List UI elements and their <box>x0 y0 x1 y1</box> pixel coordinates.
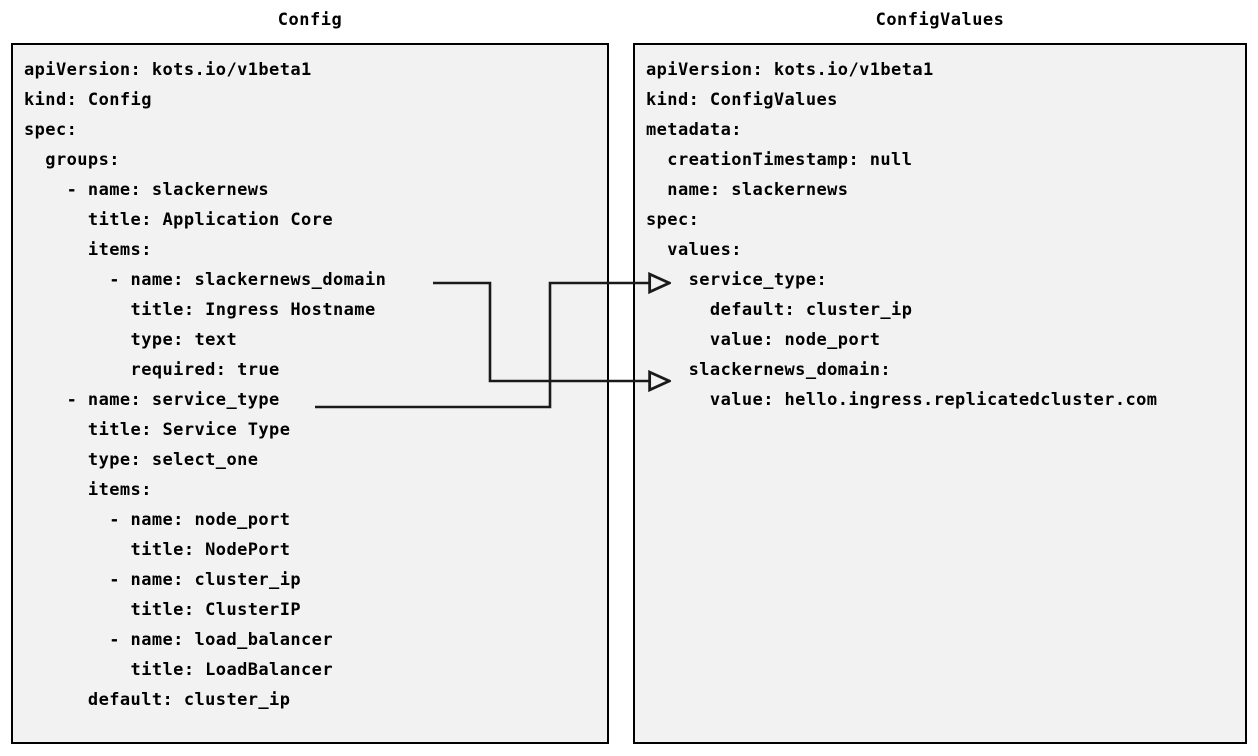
config-yaml-line: items: <box>24 240 152 260</box>
configvalues-yaml-line: default: cluster_ip <box>646 300 913 320</box>
config-yaml-line: title: Ingress Hostname <box>24 300 376 320</box>
configvalues-yaml-line: apiVersion: kots.io/v1beta1 <box>646 60 934 80</box>
config-yaml-line: - name: load_balancer <box>24 630 333 650</box>
config-yaml-line: apiVersion: kots.io/v1beta1 <box>24 60 312 80</box>
configvalues-yaml-line: name: slackernews <box>646 180 849 200</box>
configvalues-yaml-line: slackernews_domain: <box>646 360 892 380</box>
configvalues-yaml-block: apiVersion: kots.io/v1beta1 kind: ConfigV… <box>635 45 1245 415</box>
configvalues-yaml-line: service_type: <box>646 270 828 290</box>
config-yaml-line: title: Application Core <box>24 210 333 230</box>
config-yaml-line: items: <box>24 480 152 500</box>
config-yaml-line: - name: slackernews <box>24 180 270 200</box>
config-yaml-block: apiVersion: kots.io/v1beta1 kind: Config s… <box>13 45 607 715</box>
configvalues-yaml-line: kind: ConfigValues <box>646 90 838 110</box>
configvalues-yaml-line: spec: <box>646 210 700 230</box>
config-yaml-line: title: ClusterIP <box>24 600 302 620</box>
config-yaml-line: title: LoadBalancer <box>24 660 333 680</box>
config-yaml-line: type: select_one <box>24 450 259 470</box>
config-yaml-line: - name: node_port <box>24 510 291 530</box>
config-yaml-line: spec: <box>24 120 78 140</box>
configvalues-yaml-line: value: node_port <box>646 330 881 350</box>
configvalues-yaml-line: metadata: <box>646 120 742 140</box>
panel-title-configvalues: ConfigValues <box>875 10 1005 30</box>
config-yaml-line: type: text <box>24 330 238 350</box>
config-yaml-line: title: Service Type <box>24 420 291 440</box>
configvalues-yaml-line: creationTimestamp: null <box>646 150 913 170</box>
config-yaml-line: required: true <box>24 360 280 380</box>
configvalues-yaml-line: value: hello.ingress.replicatedcluster.c… <box>646 390 1158 410</box>
panel-title-config: Config <box>277 10 343 30</box>
config-yaml-line: - name: service_type <box>24 390 280 410</box>
configvalues-yaml-line: values: <box>646 240 742 260</box>
config-yaml-line: - name: cluster_ip <box>24 570 302 590</box>
config-yaml-line: - name: slackernews_domain <box>24 270 387 290</box>
config-panel: apiVersion: kots.io/v1beta1 kind: Config s… <box>11 43 609 744</box>
config-yaml-line: kind: Config <box>24 90 152 110</box>
configvalues-panel: apiVersion: kots.io/v1beta1 kind: ConfigV… <box>633 43 1247 744</box>
config-yaml-line: default: cluster_ip <box>24 690 291 710</box>
config-yaml-line: title: NodePort <box>24 540 291 560</box>
config-yaml-line: groups: <box>24 150 120 170</box>
